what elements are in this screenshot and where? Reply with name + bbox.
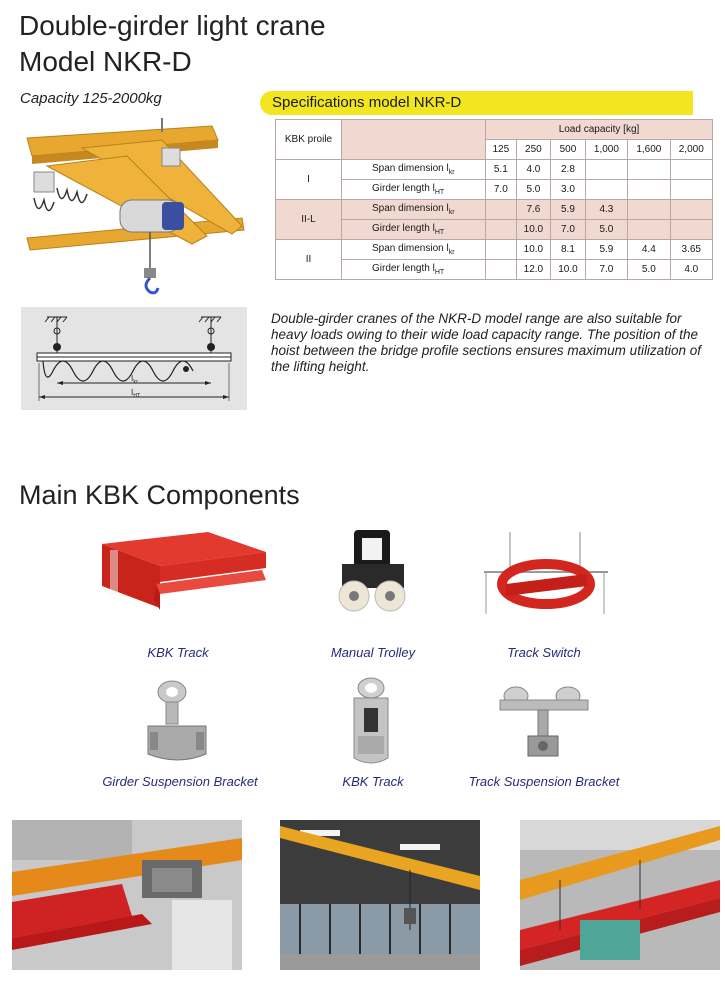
svg-text:lkr: lkr xyxy=(131,374,139,385)
cell: 7.0 xyxy=(485,179,517,200)
cell: 5.0 xyxy=(584,219,629,240)
capacity-125: 125 xyxy=(485,139,517,160)
cell: 5.1 xyxy=(485,159,517,180)
span-diagram-drawing: lkr lHT xyxy=(36,316,232,401)
model-title: Model NKR-D xyxy=(19,46,192,77)
cell: 4.0 xyxy=(669,259,714,280)
page-title: Double-girder light crane xyxy=(19,10,326,41)
cell xyxy=(485,259,517,280)
cell xyxy=(669,219,714,240)
component-caption: KBK Track xyxy=(342,774,404,789)
kbk-track-image xyxy=(102,532,266,610)
cell: 8.1 xyxy=(550,239,586,260)
cell: 7.6 xyxy=(515,199,552,220)
cell: 10.0 xyxy=(515,219,552,240)
installation-photo-3 xyxy=(520,820,720,970)
cell xyxy=(627,199,671,220)
component-caption: KBK Track xyxy=(147,645,209,660)
cell xyxy=(669,199,714,220)
description-text: Double-girder cranes of the NKR-D model … xyxy=(271,311,701,374)
cell: 5.0 xyxy=(627,259,671,280)
cell: 7.0 xyxy=(584,259,629,280)
manual-trolley-image xyxy=(338,530,406,612)
cell xyxy=(485,239,517,260)
component-caption: Track Switch xyxy=(507,645,581,660)
row-label: Girder length lHT xyxy=(341,259,486,280)
capacity-text: Capacity 125-2000kg xyxy=(20,90,162,107)
cell: 12.0 xyxy=(515,259,552,280)
row-label: Span dimension lkr xyxy=(341,239,486,260)
cell: 3.0 xyxy=(550,179,586,200)
capacity-1000: 1,000 xyxy=(584,139,629,160)
capacity-2000: 2,000 xyxy=(669,139,714,160)
cell xyxy=(627,159,671,180)
profile-cell: II xyxy=(275,239,342,280)
cell: 3.65 xyxy=(669,239,714,260)
row-label: Span dimension lkr xyxy=(341,199,486,220)
kbk-track-bracket-image xyxy=(353,677,389,764)
capacity-1600: 1,600 xyxy=(627,139,671,160)
cell: 2.8 xyxy=(550,159,586,180)
component-caption: Girder Suspension Bracket xyxy=(102,774,258,789)
profile-cell: II-L xyxy=(275,199,342,240)
cell: 5.9 xyxy=(550,199,586,220)
cell xyxy=(669,159,714,180)
installation-photo-1 xyxy=(12,820,242,970)
crane-illustration xyxy=(26,118,245,295)
cell: 7.0 xyxy=(550,219,586,240)
capacity-250: 250 xyxy=(515,139,552,160)
cell xyxy=(584,179,629,200)
capacity-500: 500 xyxy=(550,139,586,160)
track-switch-image xyxy=(484,532,608,614)
cell xyxy=(669,179,714,200)
kbk-profile-header: KBK proile xyxy=(275,119,342,160)
spec-heading-band xyxy=(260,91,693,115)
profile-cell: I xyxy=(275,159,342,200)
cell xyxy=(627,179,671,200)
span-diagram: lkr lHT xyxy=(21,307,247,410)
cell: 10.0 xyxy=(515,239,552,260)
component-caption: Manual Trolley xyxy=(330,645,416,660)
components-heading: Main KBK Components xyxy=(19,480,300,510)
cell: 4.3 xyxy=(584,199,629,220)
svg-text:lHT: lHT xyxy=(131,388,141,399)
cell: 5.0 xyxy=(515,179,552,200)
cell xyxy=(584,159,629,180)
cell: 4.4 xyxy=(627,239,671,260)
spec-table: KBK proile Load capacity [kg] 125 250 50… xyxy=(275,119,714,280)
cell: 5.9 xyxy=(584,239,629,260)
cell xyxy=(485,219,517,240)
cell: 4.0 xyxy=(515,159,552,180)
row-label: Span dimension lkr xyxy=(341,159,486,180)
cell xyxy=(627,219,671,240)
component-caption: Track Suspension Bracket xyxy=(468,774,620,789)
load-capacity-header: Load capacity [kg] xyxy=(485,119,713,140)
cell xyxy=(485,199,517,220)
blank-header xyxy=(341,119,486,160)
row-label: Girder length lHT xyxy=(341,219,486,240)
girder-suspension-bracket-image xyxy=(147,680,207,761)
row-label: Girder length lHT xyxy=(341,179,486,200)
cell: 10.0 xyxy=(550,259,586,280)
track-suspension-bracket-image xyxy=(499,686,589,757)
installation-photo-2 xyxy=(280,820,480,970)
spec-heading: Specifications model NKR-D xyxy=(272,94,462,111)
